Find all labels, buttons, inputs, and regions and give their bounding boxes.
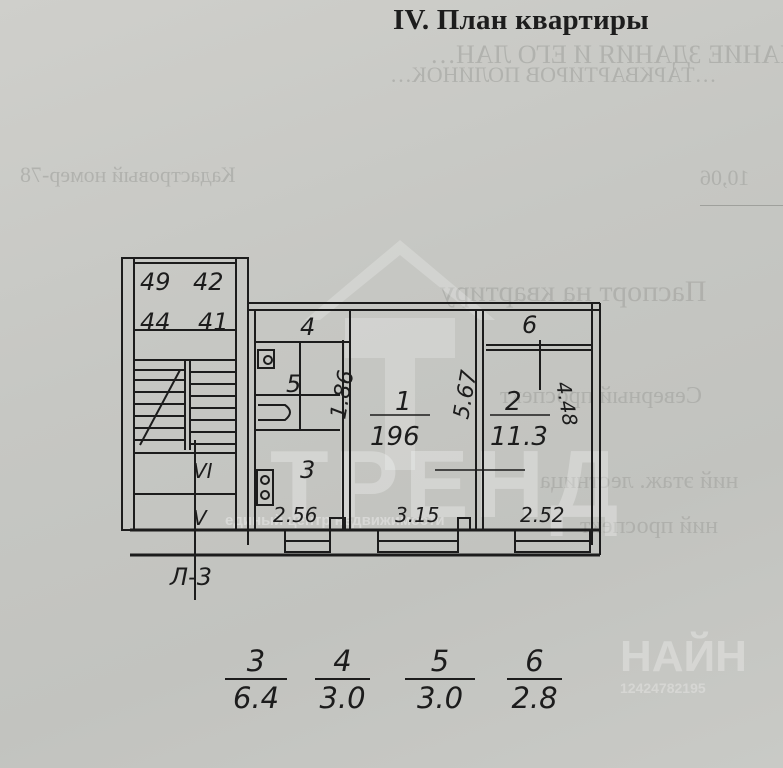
room-3-label: 3 [300, 456, 315, 484]
dim-room2-width: 2.52 [520, 503, 565, 527]
dim-corridor-length: 1.86 [326, 368, 359, 421]
room-6-label: 6 [522, 311, 537, 339]
section-title: IV. План квартиры [393, 4, 650, 36]
room-4-label: 4 [300, 313, 315, 341]
room-5-label: 5 [286, 370, 301, 398]
fraction-bar [405, 678, 475, 680]
area-legend: 3 6.4 4 3.0 5 3.0 6 2.8 [0, 645, 783, 715]
legend-room-area: 6.4 [232, 681, 280, 715]
legend-room-6: 6 2.8 [507, 645, 562, 714]
stair-label-49: 49 [140, 268, 171, 296]
watermark-brand2: НАЙН [620, 632, 747, 681]
room-1-label: 1 [395, 387, 412, 417]
watermark-tagline: единый центр недвижимости [225, 512, 445, 529]
stair-label-41: 41 [198, 308, 229, 336]
legend-room-number: 4 [333, 644, 352, 678]
legend-room-number: 3 [246, 644, 266, 678]
fraction-bar [225, 678, 287, 680]
legend-room-4: 4 3.0 [315, 645, 370, 714]
legend-room-3: 3 6.4 [225, 645, 287, 714]
legend-room-area: 3.0 [319, 681, 366, 715]
watermark-brand: ТРЕНД [270, 431, 625, 538]
legend-room-number: 6 [525, 644, 544, 678]
room-2-area: 11.3 [490, 422, 548, 452]
fraction-bar [507, 678, 562, 680]
stair-label-42: 42 [193, 268, 224, 296]
legend-room-area: 2.8 [511, 681, 558, 715]
stair-label-v: V [193, 506, 208, 530]
axis-label: Л-3 [169, 563, 212, 591]
legend-room-area: 3.0 [416, 681, 464, 715]
dim-room2-depth: 4.48 [551, 380, 582, 428]
legend-room-5: 5 3.0 [405, 645, 475, 714]
room-2-label: 2 [505, 387, 522, 417]
dim-room1-depth: 5.67 [449, 368, 482, 421]
dim-room1-width: 3.15 [395, 503, 440, 527]
fraction-bar [315, 678, 370, 680]
legend-room-number: 5 [430, 644, 450, 678]
room-1-area: 196 [370, 422, 420, 452]
bleed-through-rule [700, 205, 783, 206]
watermark-phone: 12424782195 [620, 680, 706, 696]
dim-kitchen-width: 2.56 [273, 503, 318, 527]
stair-label-vi: VI [193, 459, 213, 483]
stair-label-44: 44 [140, 308, 171, 336]
